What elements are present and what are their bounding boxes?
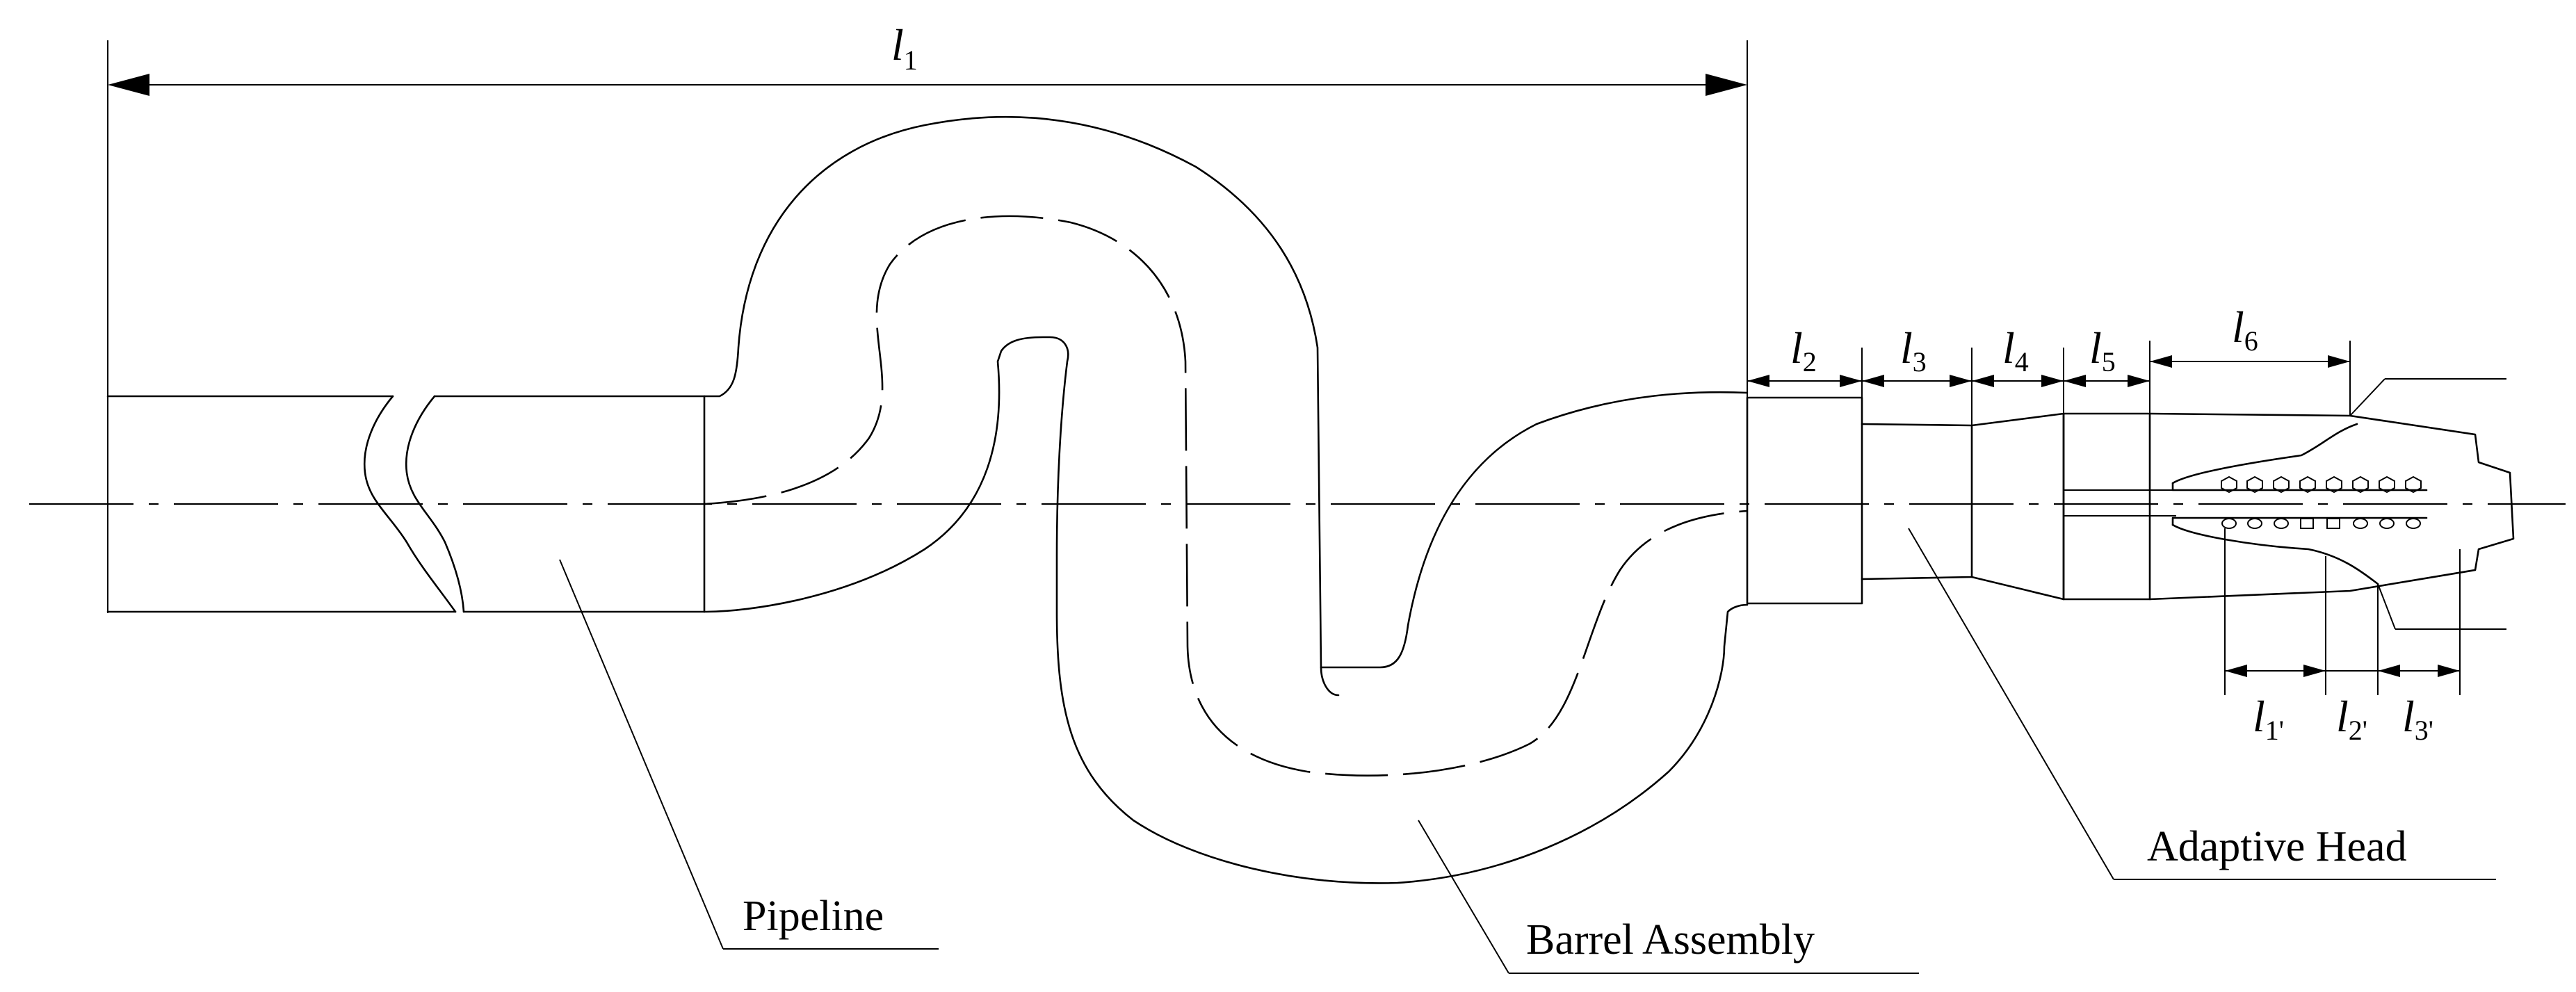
dimension-l5-label: l5	[2089, 323, 2116, 377]
dimension-l3-prime-label: l3'	[2402, 692, 2433, 746]
dimension-l3: l3	[1861, 323, 1972, 425]
dimension-l1: l1	[107, 20, 1748, 613]
pipeline	[106, 395, 706, 613]
dimension-l1-label: l1	[891, 20, 918, 76]
pipeline-label: Pipeline	[743, 893, 884, 940]
dimension-l2-prime-label: l2'	[2336, 692, 2367, 746]
barrel-assembly-label: Barrel Assembly	[1526, 916, 1815, 963]
dimension-l2-prime: l2'	[2326, 584, 2379, 746]
callout-pipeline: Pipeline	[559, 559, 939, 950]
dimension-l2: l2	[1747, 323, 1862, 387]
dimension-l4: l4	[1971, 323, 2064, 425]
dimension-l3-label: l3	[1900, 323, 1927, 377]
dimension-l3-prime: l3'	[2378, 549, 2461, 746]
dimension-l4-label: l4	[2002, 323, 2029, 377]
upper-nozzle-holes	[2221, 475, 2422, 494]
barrel-assembly	[703, 115, 1749, 884]
dimension-l5: l5	[2063, 323, 2150, 414]
callout-adaptive-head: Adaptive Head	[1908, 528, 2496, 880]
dimension-l1-prime-label: l1'	[2253, 692, 2284, 746]
callout-barrel-assembly: Barrel Assembly	[1418, 820, 1919, 974]
dimension-l6: l6	[2149, 302, 2351, 416]
adaptive-head	[1746, 378, 2515, 630]
dimension-l2-label: l2	[1790, 323, 1817, 377]
dimension-l1-prime: l1'	[2224, 528, 2326, 746]
adaptive-head-label: Adaptive Head	[2147, 823, 2407, 870]
dimension-l6-label: l6	[2232, 302, 2258, 357]
lower-nozzle-holes	[2221, 518, 2421, 529]
